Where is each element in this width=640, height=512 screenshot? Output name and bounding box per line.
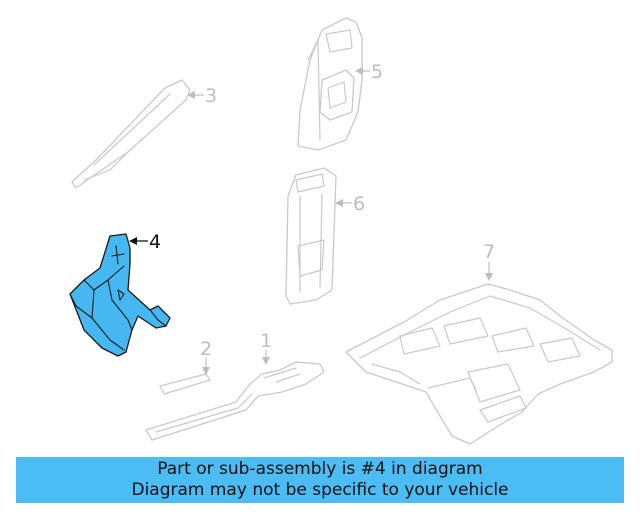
callout-7: 7	[483, 241, 495, 263]
part-6-b-pillar-lower-trim	[285, 167, 337, 305]
callout-leaders	[129, 67, 493, 375]
callout-2: 2	[200, 338, 212, 360]
info-banner: Part or sub-assembly is #4 in diagram Di…	[16, 457, 624, 503]
banner-line-2: Diagram may not be specific to your vehi…	[131, 480, 509, 500]
part-4-kick-panel-highlighted	[69, 233, 171, 357]
banner-line-1: Part or sub-assembly is #4 in diagram	[157, 459, 483, 479]
callout-6: 6	[353, 193, 365, 215]
part-2-trim-strip	[159, 373, 211, 395]
part-3-a-pillar-trim	[71, 79, 191, 189]
callout-1: 1	[260, 330, 272, 352]
part-5-b-pillar-upper-trim	[297, 17, 363, 151]
part-7-floor-carpet	[345, 283, 613, 445]
callout-4: 4	[149, 231, 161, 253]
part-1-scuff-plate	[145, 361, 325, 441]
callout-3: 3	[205, 85, 217, 107]
callout-5: 5	[371, 61, 383, 83]
parts-diagram: 3 5 6 4 2 1 7	[69, 17, 613, 445]
